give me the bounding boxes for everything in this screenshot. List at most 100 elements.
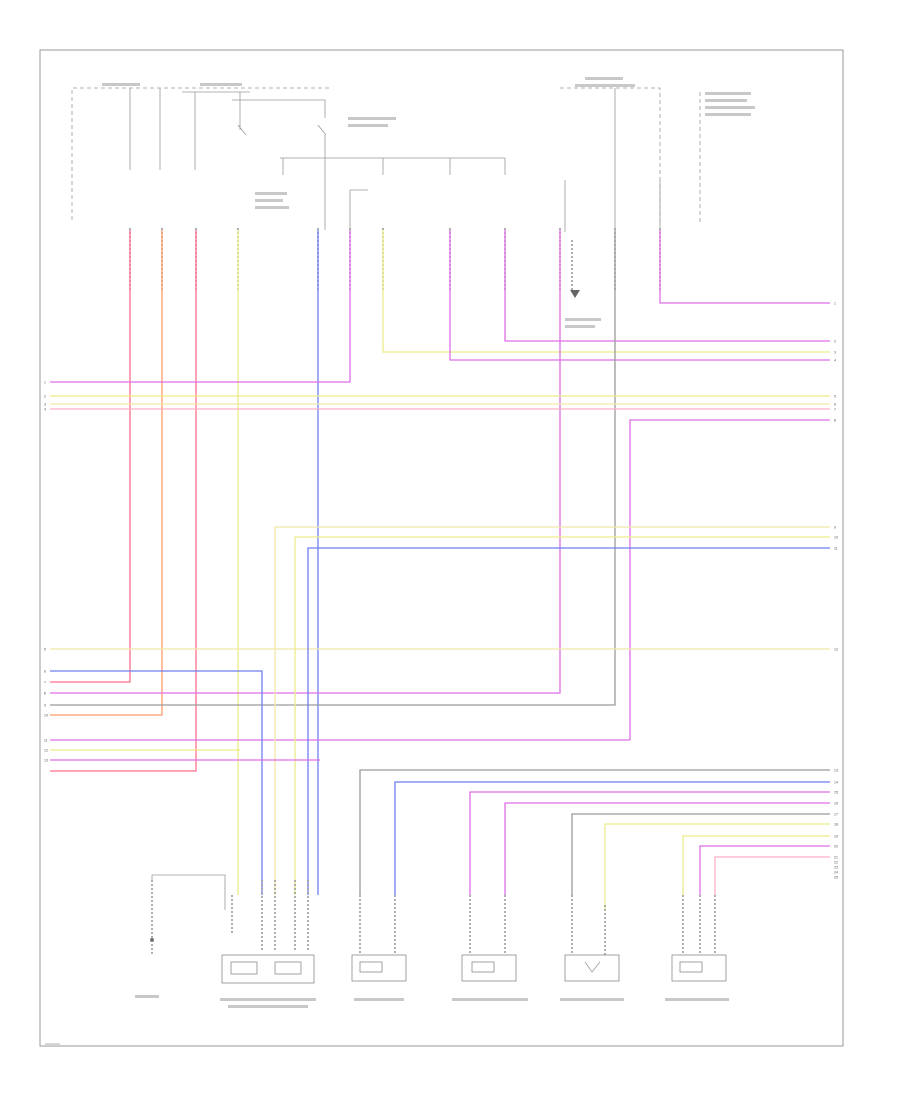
sensor-1-chip [359, 961, 383, 973]
relay-contact-a [237, 124, 247, 136]
wire-yellow-r6 [604, 823, 830, 910]
diagram-frame [39, 49, 844, 1047]
label-block [200, 83, 242, 86]
hot-at-all-times-feed [71, 87, 330, 220]
label-block [348, 117, 396, 120]
right-connector-pin-number: 3 [834, 351, 836, 355]
right-connector-pin-number: 1 [834, 302, 836, 306]
label-block [102, 83, 140, 86]
wire-violet-h4 [629, 419, 830, 740]
wire-violet-r4 [504, 802, 830, 895]
left-connector-pin-number: 13 [44, 759, 48, 763]
right-connector-pin-number: 22 [834, 861, 838, 865]
wire-violet-8 [449, 230, 830, 361]
wire-grey-r1 [359, 769, 830, 895]
wire-blue-l1 [50, 670, 263, 895]
right-connector-pin-number: 9 [834, 526, 836, 530]
right-connector-pin-number: 11 [834, 547, 838, 551]
left-connector-pin-number: 10 [44, 714, 48, 718]
right-connector-pin-number: 7 [834, 408, 836, 412]
label-block [585, 77, 623, 80]
label-block [565, 318, 601, 321]
wire-yellow-m2 [294, 536, 830, 895]
label-placeholders [102, 77, 755, 1008]
components-row [221, 954, 727, 984]
right-connector-pin-number: 19 [834, 835, 838, 839]
label-block [560, 998, 624, 1001]
ignition-feed-right [560, 87, 661, 225]
wire-red-1 [50, 230, 131, 683]
right-connector-pin-number: 6 [834, 403, 836, 407]
ground-arrow-icon [570, 290, 580, 298]
label-block [705, 106, 755, 109]
wire-violet-12 [659, 230, 830, 304]
wire-violet-6 [50, 230, 351, 383]
wire-grey-11 [50, 230, 616, 706]
relay-contact-b [317, 124, 327, 136]
label-block [255, 192, 287, 195]
label-block [565, 325, 595, 328]
label-block [705, 99, 747, 102]
label-block [665, 998, 729, 1001]
control-module-chip-2 [274, 961, 302, 975]
wire-yellow-r7 [682, 835, 830, 895]
wire-violet-r3 [469, 791, 830, 895]
switch-contact-icon [584, 961, 601, 973]
wire-blue-m3 [307, 547, 830, 895]
left-connector-pin-number: 7 [44, 681, 46, 685]
label-block [575, 84, 635, 87]
right-connector-pin-number: 5 [834, 395, 836, 399]
right-connector-pin-number: 8 [834, 419, 836, 423]
right-connector-pin-number: 20 [834, 845, 838, 849]
left-connector-pin-number: 5 [44, 648, 46, 652]
wire-harness [50, 230, 830, 910]
wire-lightyellow-m1 [274, 526, 830, 895]
label-block [705, 113, 751, 116]
label-block [228, 1005, 308, 1008]
right-connector-pin-number: 21 [834, 856, 838, 860]
wire-violet-10 [50, 230, 561, 694]
left-connector-pin-number: 12 [44, 749, 48, 753]
sensor-3-chip [679, 961, 703, 973]
wire-pink-r9 [714, 856, 830, 895]
right-connector-pin-number: 15 [834, 791, 838, 795]
bottom-connector-pins [231, 880, 716, 955]
wire-red-3 [50, 230, 197, 772]
control-module-chip [230, 961, 258, 975]
left-connector-pin-number: 2 [44, 395, 46, 399]
right-connector-pin-number: 14 [834, 781, 838, 785]
label-block [705, 92, 751, 95]
left-connector-pin-number: 8 [44, 692, 46, 696]
left-connector-pin-number: 9 [44, 704, 46, 708]
right-connector-labels: 1234567891011121314151617181920212223242… [834, 302, 838, 880]
top-connector-pins [129, 228, 661, 298]
wire-violet-9 [504, 230, 830, 342]
label-block [354, 998, 404, 1001]
relay-switch-link [232, 99, 326, 118]
ground-node-icon [150, 938, 154, 942]
left-connector-pin-number: 6 [44, 670, 46, 674]
label-block [452, 998, 528, 1001]
right-connector-pin-number: 24 [834, 871, 838, 875]
right-connector-pin-number: 13 [834, 769, 838, 773]
wire-blue-r2 [394, 781, 830, 895]
switch-box [564, 954, 620, 982]
label-block [348, 124, 388, 127]
left-connector-pin-number: 4 [44, 408, 46, 412]
right-connector-pin-number: 16 [834, 802, 838, 806]
wire-yellow-7 [382, 230, 830, 353]
left-connector-pin-number: 3 [44, 403, 46, 407]
label-block [220, 998, 316, 1001]
left-connector-pin-number: 1 [44, 381, 46, 385]
label-block [255, 199, 283, 202]
wire-orange-2 [50, 230, 163, 716]
power-feed-group [71, 87, 701, 230]
label-block [255, 206, 289, 209]
right-connector-pin-number: 12 [834, 648, 838, 652]
right-connector-pin-number: 17 [834, 813, 838, 817]
left-connector-pin-number: 11 [44, 739, 48, 743]
label-block [135, 995, 159, 998]
wire-grey-r5 [571, 813, 830, 895]
